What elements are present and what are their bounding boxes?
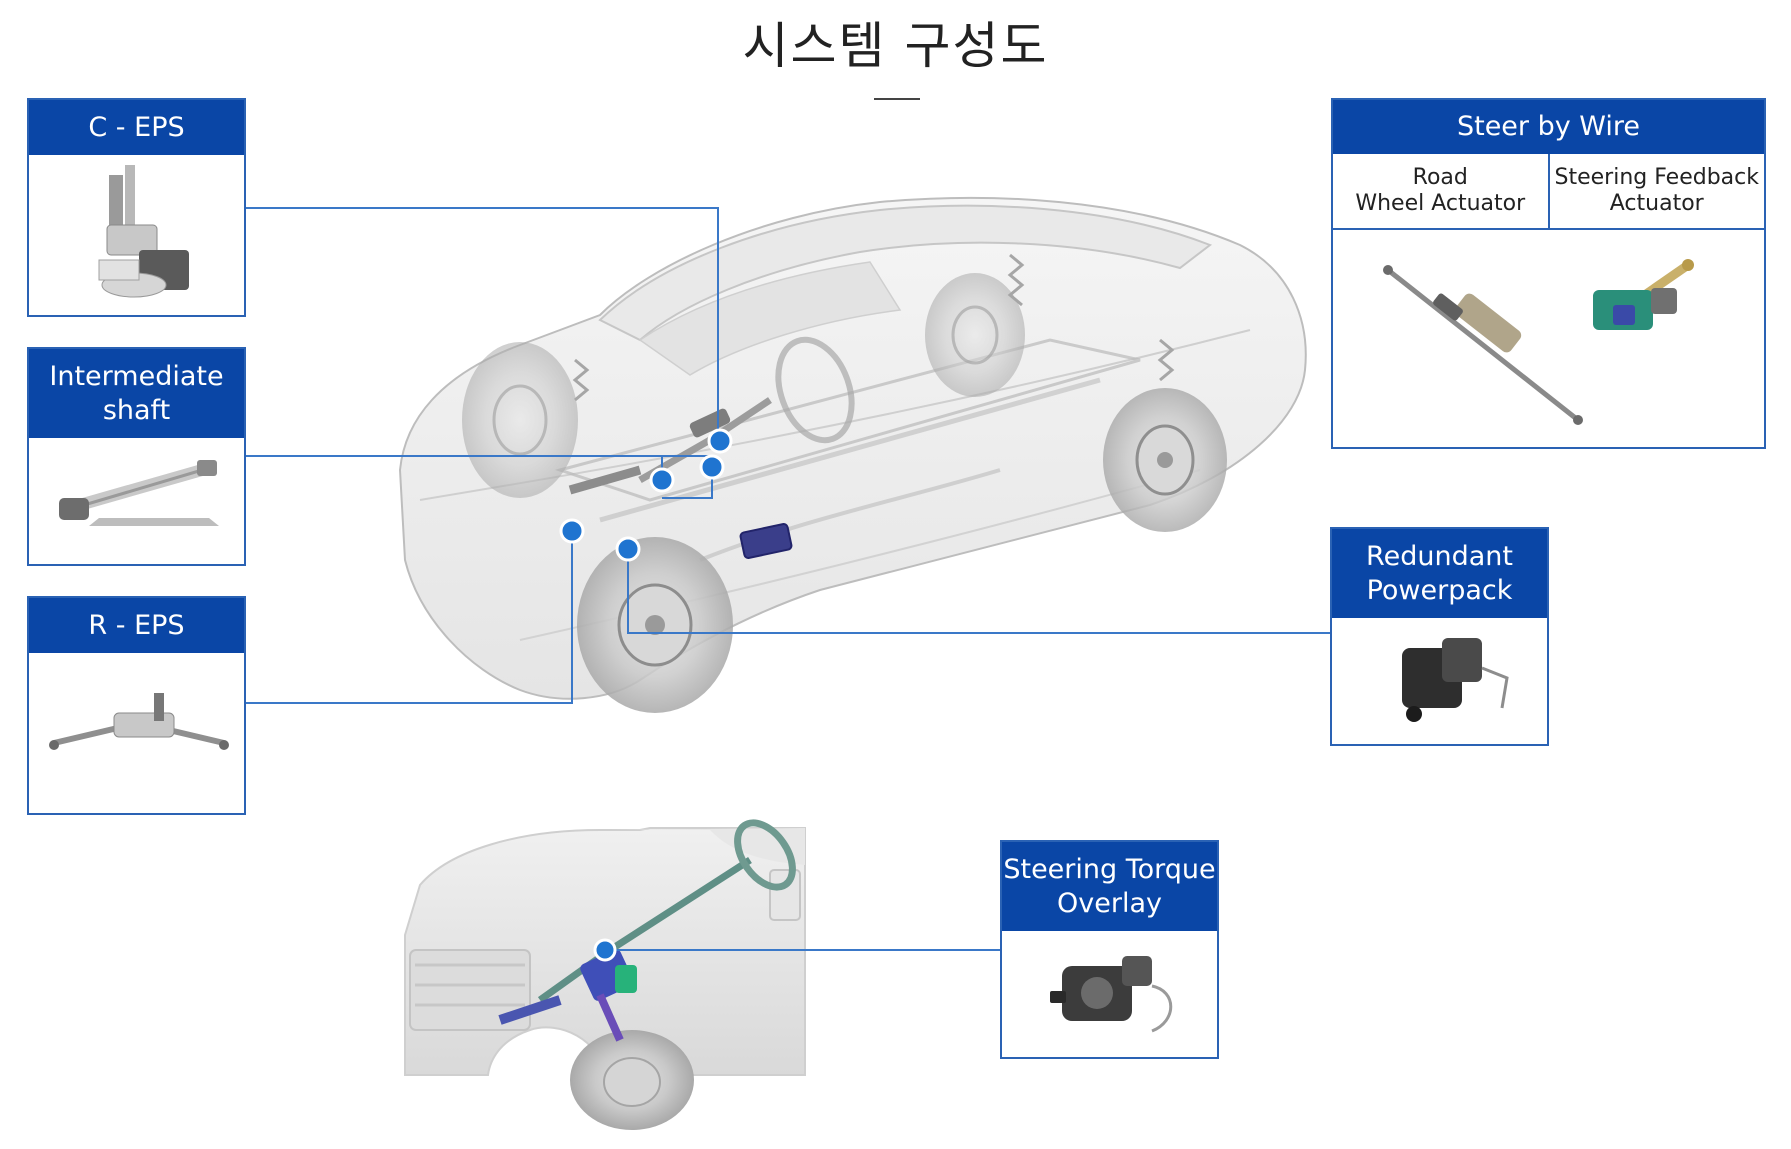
steering-torque-overlay-label-line2: Overlay: [1057, 887, 1162, 919]
redundant-powerpack-label-line1: Redundant: [1366, 540, 1513, 572]
road-wheel-actuator-line1: Road: [1412, 165, 1468, 190]
marker-torque-overlay: [593, 938, 617, 962]
front-right-wheel: [577, 537, 733, 713]
truck-illustration: [404, 819, 806, 1130]
road-wheel-actuator-label: Road Wheel Actuator: [1333, 154, 1548, 228]
marker-powerpack: [615, 536, 641, 562]
powerpack-module: [739, 523, 793, 559]
connector-powerpack: [627, 550, 1330, 634]
steering-torque-overlay-image: [1002, 931, 1217, 1057]
redundant-powerpack-header: Redundant Powerpack: [1332, 529, 1547, 618]
intermediate-shaft-label-line2: shaft: [102, 394, 171, 426]
steering-feedback-actuator-line1: Steering Feedback: [1554, 165, 1760, 190]
powerpack-icon: [1402, 638, 1509, 722]
intermediate-shaft-header: Intermediate shaft: [29, 349, 244, 438]
redundant-powerpack-label-line2: Powerpack: [1366, 574, 1513, 606]
redundant-powerpack-card: Redundant Powerpack: [1330, 527, 1549, 746]
r-eps-image: [29, 653, 244, 813]
c-eps-header: C - EPS: [29, 100, 244, 155]
marker-c-eps: [707, 428, 733, 454]
connector-lines: [245, 207, 1330, 951]
r-eps-header: R - EPS: [29, 598, 244, 653]
steer-by-wire-header: Steer by Wire: [1333, 100, 1764, 154]
steer-by-wire-subheaders: Road Wheel Actuator Steering Feedback Ac…: [1333, 154, 1764, 230]
intermediate-shaft-label-line1: Intermediate: [49, 360, 224, 392]
column-eps-icon: [98, 165, 189, 298]
marker-intermediate-shaft-2: [699, 454, 725, 480]
marker-intermediate-shaft-1: [649, 467, 675, 493]
connector-r-eps: [245, 532, 573, 704]
torque-overlay-icon: [1050, 956, 1173, 1033]
rack-eps-icon: [49, 693, 229, 750]
steer-by-wire-label: Steer by Wire: [1456, 111, 1641, 142]
markers: [559, 428, 733, 962]
road-wheel-actuator-icon: [1383, 265, 1583, 425]
steering-torque-overlay-label-line1: Steering Torque: [1003, 853, 1216, 885]
page-title: 시스템 구성도: [742, 17, 1049, 75]
steering-feedback-actuator-label: Steering Feedback Actuator: [1547, 154, 1765, 228]
front-left-wheel: [462, 342, 578, 498]
steering-feedback-actuator-icon: [1593, 259, 1694, 330]
c-eps-image: [29, 155, 244, 315]
steer-by-wire-images: [1333, 230, 1764, 447]
c-eps-card: C - EPS: [27, 98, 246, 317]
steer-by-wire-card: Steer by Wire Road Wheel Actuator Steeri…: [1331, 98, 1766, 449]
r-eps-label: R - EPS: [88, 609, 185, 641]
steering-feedback-actuator-line2: Actuator: [1609, 191, 1704, 216]
car-illustration: [398, 196, 1307, 713]
rear-left-wheel: [925, 273, 1025, 397]
intermediate-shaft-card: Intermediate shaft: [27, 347, 246, 566]
intermediate-shaft-image: [29, 438, 244, 564]
steering-torque-overlay-header: Steering Torque Overlay: [1002, 842, 1217, 931]
steer-by-wire-illustration: [1383, 259, 1694, 425]
redundant-powerpack-image: [1332, 618, 1547, 744]
c-eps-label: C - EPS: [88, 111, 185, 143]
r-eps-card: R - EPS: [27, 596, 246, 815]
rear-right-wheel: [1103, 388, 1227, 532]
title-underline: [874, 98, 920, 100]
road-wheel-actuator-line2: Wheel Actuator: [1355, 191, 1526, 216]
steering-torque-overlay-card: Steering Torque Overlay: [1000, 840, 1219, 1059]
connector-c-eps: [245, 207, 719, 442]
intermediate-shaft-icon: [59, 460, 219, 526]
marker-r-eps: [559, 518, 585, 544]
